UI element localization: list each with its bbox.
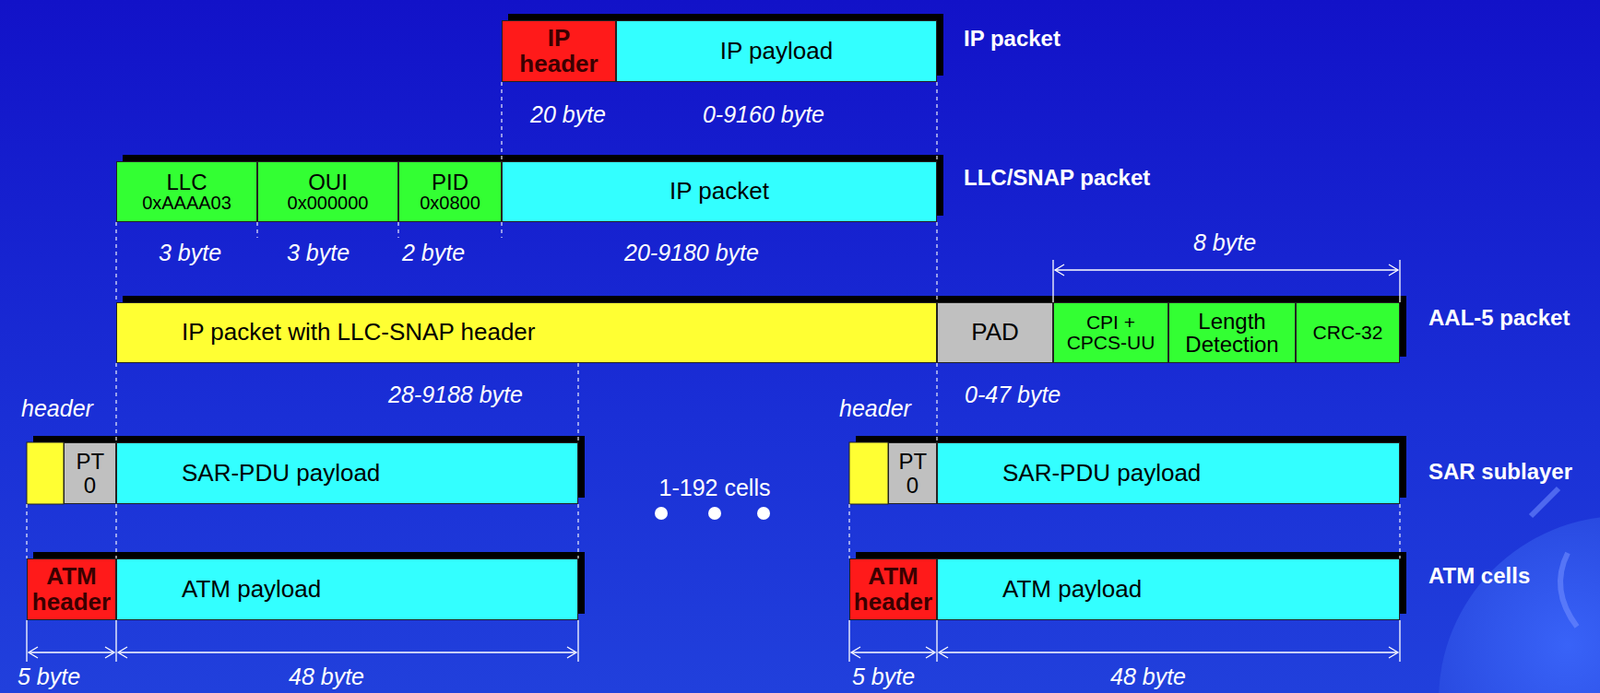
dimension: 0-9160 byte	[702, 101, 825, 129]
sar-header-cell	[849, 442, 889, 505]
trailer-field: CRC-32	[1295, 302, 1400, 364]
payload-field: ATM payload	[116, 558, 579, 621]
field-name: header	[839, 395, 912, 423]
pad-field: PAD	[936, 302, 1054, 364]
dimension: 0-47 byte	[964, 381, 1061, 409]
field-text: OUI	[308, 170, 348, 194]
dimension: 5 byte	[17, 663, 81, 691]
field-text: 0x000000	[287, 193, 369, 214]
row-name: ATM cells	[1428, 563, 1530, 590]
header-field: IP header	[501, 20, 617, 83]
guide-lines	[26, 82, 1400, 559]
row-name: IP packet	[963, 25, 1061, 52]
row-name: LLC/SNAP packet	[963, 165, 1150, 191]
trailer-field: CPI + CPCS-UU	[1053, 302, 1169, 364]
payload-field: ATM payload	[936, 558, 1400, 621]
field-name: header	[21, 395, 94, 423]
field-text: IP packet	[669, 178, 770, 204]
llc-field: LLC0xAAAA03	[116, 161, 258, 223]
field-text: PT 0	[76, 450, 105, 497]
payload-field: IP payload	[616, 20, 937, 83]
dimension: 48 byte	[1110, 663, 1186, 691]
payload-field: SAR-PDU payload	[116, 442, 579, 505]
field-text: 0xAAAA03	[142, 193, 232, 214]
pt-field: PT 0	[888, 442, 937, 505]
dimension: 2 byte	[402, 239, 465, 267]
row-name: AAL-5 packet	[1428, 305, 1570, 332]
box-shadows	[33, 13, 1407, 615]
cell-count: 1-192 cells	[659, 474, 771, 502]
oui-field: OUI0x000000	[257, 161, 399, 223]
field-text: ATM payload	[1002, 577, 1142, 603]
field-text: PAD	[971, 320, 1020, 345]
dimension: 48 byte	[288, 663, 365, 691]
dimension: 28-9188 byte	[388, 381, 523, 409]
field-text: ATM header	[30, 564, 114, 616]
dimension: 20 byte	[530, 101, 606, 129]
globe-swoosh	[1530, 488, 1577, 628]
dimension: 3 byte	[158, 239, 222, 267]
field-text: PT 0	[899, 450, 927, 497]
trailer-field: Length Detection	[1168, 302, 1296, 364]
field-text: Length Detection	[1176, 309, 1288, 356]
field-text: SAR-PDU payload	[1002, 461, 1201, 486]
pt-field: PT 0	[63, 442, 117, 505]
dimension: 5 byte	[852, 663, 915, 691]
ellipsis-dots	[654, 507, 771, 521]
field-text: 0x0800	[419, 193, 481, 214]
dimension: 8 byte	[1193, 229, 1257, 257]
pid-field: PID0x0800	[398, 161, 502, 223]
header-field: ATM header	[26, 558, 117, 621]
field-text: CRC-32	[1313, 322, 1384, 344]
globe	[1438, 516, 1600, 693]
field-text: IP header	[514, 25, 604, 77]
dimension: 20-9180 byte	[624, 239, 759, 267]
field-text: PID	[431, 170, 469, 194]
row-name: SAR sublayer	[1428, 459, 1573, 486]
dimension: 3 byte	[286, 239, 350, 267]
field-text: CPI + CPCS-UU	[1060, 312, 1162, 354]
sar-header-cell	[26, 442, 64, 505]
dimension-lines	[26, 260, 1400, 663]
payload-field: IP packet with LLC-SNAP header	[116, 302, 937, 364]
field-text: IP payload	[720, 38, 833, 64]
payload-field: SAR-PDU payload	[936, 442, 1400, 505]
field-text: ATM payload	[181, 577, 321, 603]
payload-field: IP packet	[501, 161, 937, 223]
field-text: SAR-PDU payload	[181, 461, 380, 486]
header-field: ATM header	[849, 558, 937, 621]
field-text: ATM header	[852, 564, 936, 616]
field-text: IP packet with LLC-SNAP header	[181, 320, 535, 345]
field-text: LLC	[165, 170, 207, 194]
